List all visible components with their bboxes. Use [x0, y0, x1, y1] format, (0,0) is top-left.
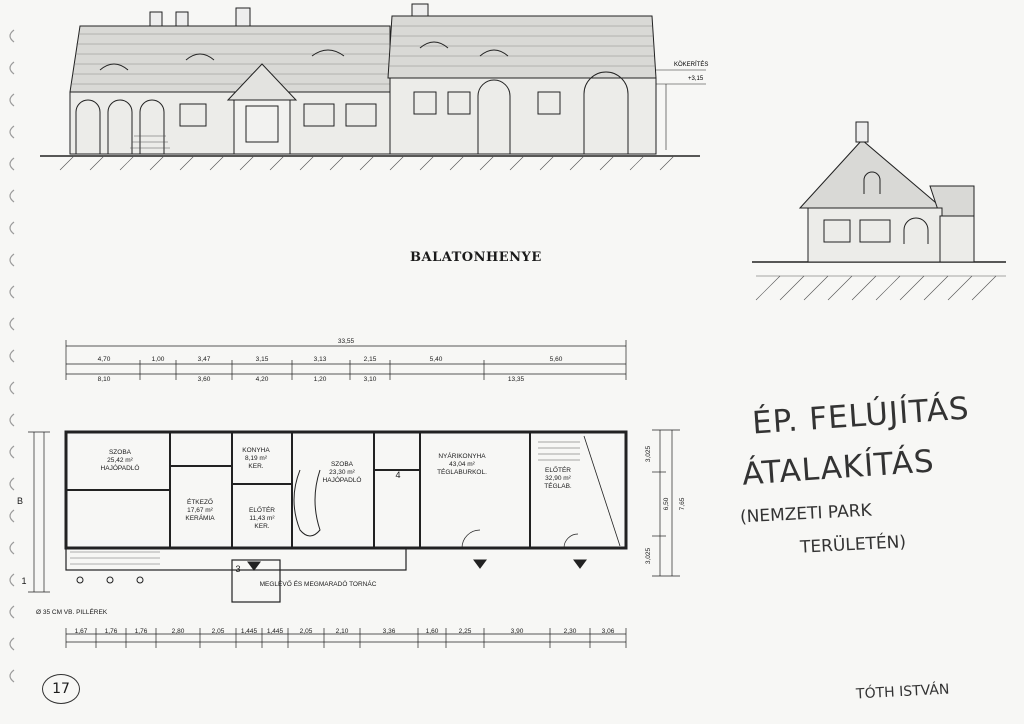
- dim-top-7: 5,40: [430, 356, 443, 363]
- main-elevation: [40, 3, 706, 171]
- room-6-area: 11,43 m²: [249, 515, 275, 522]
- kokerites-label: KÖKERÍTÉS: [674, 61, 708, 68]
- dim-bottom-7: 2,05: [300, 628, 313, 635]
- dim-bottom-0: 1,67: [75, 628, 88, 635]
- room-0-area: 25,42 m²: [107, 457, 133, 464]
- room-1-floor: KER.: [248, 463, 263, 470]
- room-2-name: SZOBA: [331, 461, 354, 468]
- dim-bottom-13: 2,30: [564, 628, 577, 635]
- dim-top-4: 3,15: [256, 356, 269, 363]
- page-number: 17: [42, 674, 80, 704]
- dim-top-2: 1,00: [152, 356, 165, 363]
- dim-bottom-12: 3,90: [511, 628, 524, 635]
- dim-bottom-14: 3,06: [602, 628, 615, 635]
- room-4-name: ELŐTÉR: [545, 465, 571, 474]
- axis-4: 4: [395, 470, 400, 480]
- dim-right-3: 7,65: [679, 497, 686, 510]
- side-elevation: [752, 121, 1006, 301]
- dim-bottom-2: 1,76: [135, 628, 148, 635]
- axis-1: 1: [21, 576, 26, 586]
- dim-bottom-11: 2,25: [459, 628, 472, 635]
- room-5-area: 17,67 m²: [187, 507, 213, 514]
- dim-bottom-6: 1,445: [267, 628, 284, 635]
- dim-top-13: 3,10: [364, 376, 377, 383]
- room-2-area: 23,30 m²: [329, 469, 355, 476]
- dim-bottom-3: 2,80: [172, 628, 185, 635]
- room-3-name: NYÁRIKONYHA: [438, 451, 486, 460]
- floor-plan: [28, 340, 680, 648]
- room-0-name: SZOBA: [109, 449, 132, 456]
- dim-right-0: 3,025: [645, 445, 652, 462]
- dim-top-10: 3,60: [198, 376, 211, 383]
- dim-top-12: 1,20: [314, 376, 327, 383]
- dim-bottom-5: 1,445: [241, 628, 258, 635]
- room-6-floor: KER.: [254, 523, 269, 530]
- dim-bottom-9: 3,36: [383, 628, 396, 635]
- pillar-label: Ø 35 CM VB. PILLÉREK: [36, 607, 108, 616]
- dim-top-6: 2,15: [364, 356, 377, 363]
- room-4-area: 32,90 m²: [545, 475, 571, 482]
- room-2-floor: HAJÓPADLÓ: [323, 475, 362, 484]
- room-3-area: 43,04 m²: [449, 461, 475, 468]
- axis-3: 3: [235, 564, 240, 574]
- dim-top-11: 4,20: [256, 376, 269, 383]
- binding-holes: [9, 29, 15, 683]
- drawing-title: BALATONHENYE: [410, 250, 542, 265]
- dim-top-0: 33,55: [338, 338, 355, 345]
- dim-bottom-8: 2,10: [336, 628, 349, 635]
- dim-top-14: 13,35: [508, 376, 525, 383]
- room-1-area: 8,19 m²: [245, 455, 268, 462]
- axis-b: B: [17, 496, 23, 506]
- room-4-floor: TÉGLAB.: [544, 481, 572, 490]
- level-label: +3,15: [688, 76, 704, 82]
- room-3-floor: TÉGLABURKOL.: [437, 467, 487, 476]
- room-6-name: ELŐTÉR: [249, 505, 275, 514]
- dim-top-9: 8,10: [98, 376, 111, 383]
- dim-bottom-1: 1,76: [105, 628, 118, 635]
- dim-right-2: 3,025: [645, 547, 652, 564]
- dim-bottom-10: 1,60: [426, 628, 439, 635]
- dim-top-1: 4,70: [98, 356, 111, 363]
- dim-right-1: 6,50: [663, 497, 670, 510]
- dim-bottom-4: 2,05: [212, 628, 225, 635]
- dim-top-8: 5,60: [550, 356, 563, 363]
- room-1-name: KONYHA: [242, 447, 270, 454]
- dim-top-3: 3,47: [198, 356, 211, 363]
- room-5-floor: KERÁMIA: [185, 513, 215, 522]
- room-5-name: ÉTKEZŐ: [187, 497, 213, 506]
- room-0-floor: HAJÓPADLÓ: [101, 463, 140, 472]
- balcony-label: MEGLÉVŐ ÉS MEGMARADÓ TORNÁC: [260, 579, 377, 588]
- dim-top-5: 3,13: [314, 356, 327, 363]
